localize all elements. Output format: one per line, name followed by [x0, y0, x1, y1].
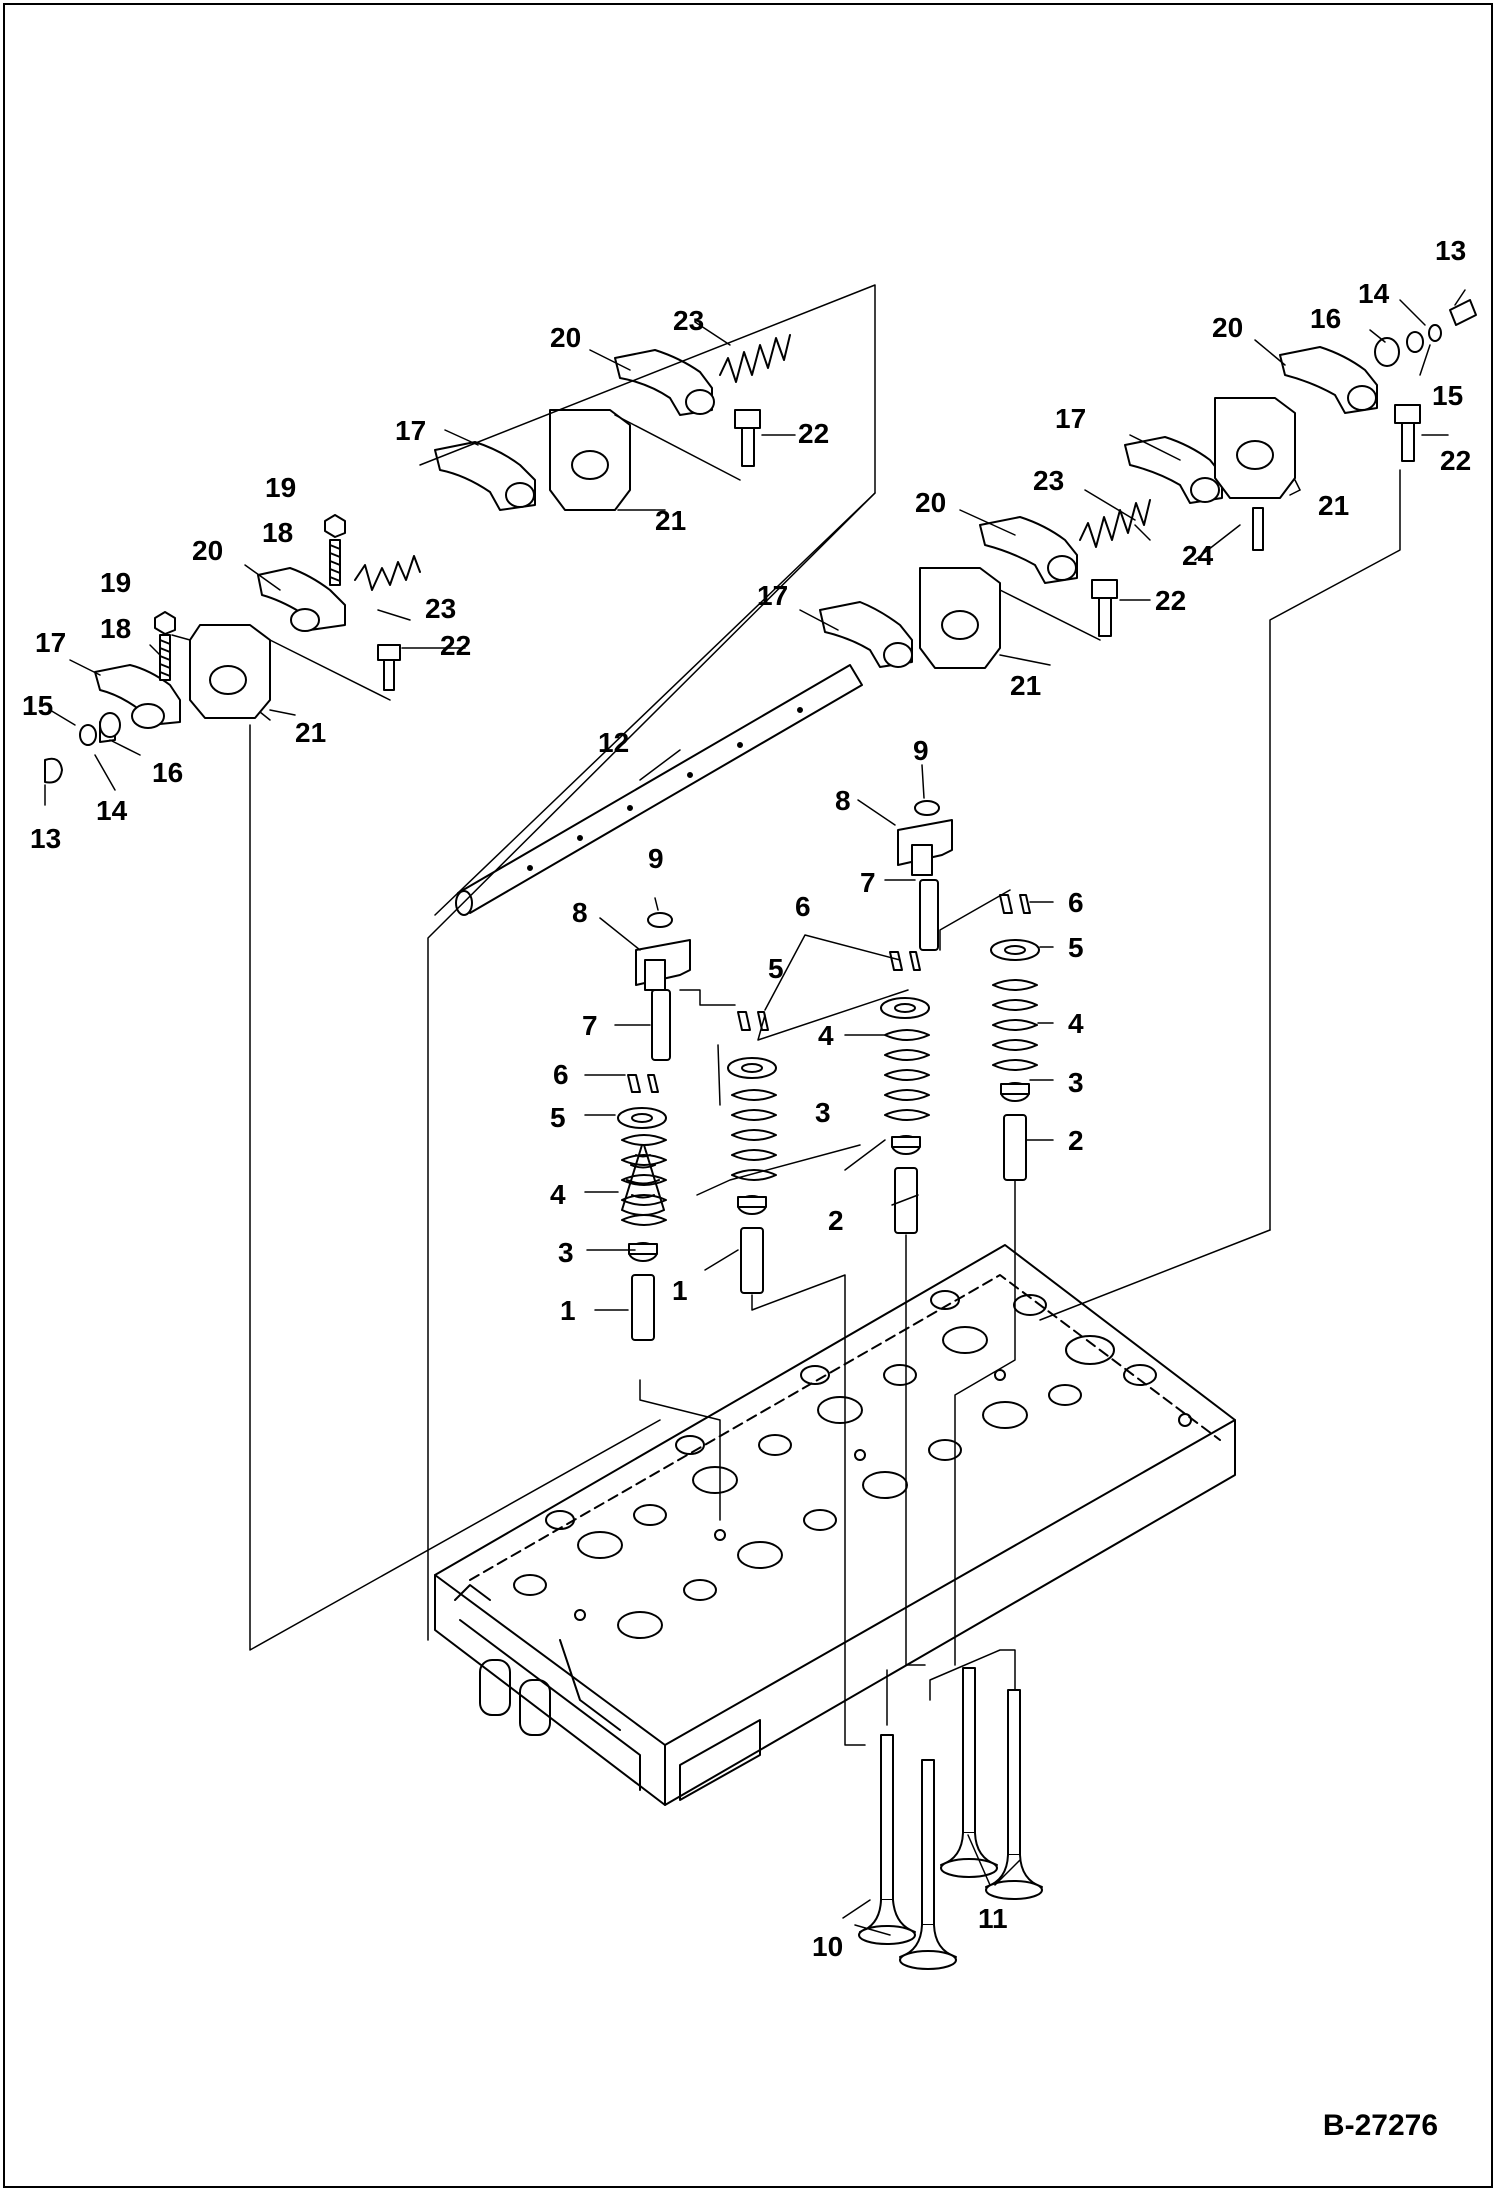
spring-4-right	[992, 979, 1038, 1071]
callout-21-right: 21	[1318, 490, 1349, 521]
callout-17-right: 17	[1055, 403, 1086, 434]
drawing-reference-number: B-27276	[1322, 2109, 1438, 2142]
callout-1-left: 1	[560, 1295, 576, 1326]
callout-5-left: 5	[550, 1102, 566, 1133]
spring-23-upper	[719, 334, 791, 383]
callout-4-right: 4	[1068, 1008, 1084, 1039]
spring-23-left	[354, 555, 421, 591]
callout-leaders	[44, 289, 1466, 1936]
callout-5-center: 5	[768, 953, 784, 984]
spring-23-right	[1079, 499, 1151, 548]
valve-assembly-center-right	[880, 800, 953, 1234]
callout-9-left: 9	[648, 843, 664, 874]
callout-21-center: 21	[1010, 670, 1041, 701]
callout-19-upper: 19	[265, 472, 296, 503]
spring-4-left	[621, 1134, 667, 1226]
valve-10a	[858, 1734, 916, 1945]
callout-20-left: 20	[192, 535, 223, 566]
callout-14-right: 14	[1358, 278, 1390, 309]
callout-14-left: 14	[96, 795, 128, 826]
rocker-group-left	[44, 514, 421, 784]
callout-6-left: 6	[553, 1059, 569, 1090]
callout-17-left: 17	[35, 627, 66, 658]
callout-22-right: 22	[1440, 445, 1471, 476]
callout-20-right: 20	[1212, 312, 1243, 343]
callout-4-center: 4	[818, 1020, 834, 1051]
valve-assembly-left	[617, 912, 691, 1341]
callout-4-left: 4	[550, 1179, 566, 1210]
callout-2-center: 2	[828, 1205, 844, 1236]
rocker-group-right	[819, 299, 1477, 669]
callout-24: 24	[1182, 540, 1214, 571]
callout-labels: 1 1 2 2 3 3 3 4 4 4 5 5 5 6 6 6 7 7 8 8 …	[22, 235, 1471, 1962]
callout-11: 11	[978, 1903, 1008, 1934]
callout-12: 12	[598, 727, 629, 758]
valve-assembly-right	[990, 894, 1040, 1181]
cylinder-head	[434, 1244, 1236, 1806]
callout-5-right: 5	[1068, 932, 1084, 963]
callout-17-center: 17	[757, 580, 788, 611]
callout-1-center: 1	[672, 1275, 688, 1306]
assembly-lines	[249, 284, 1401, 1746]
spring-4-center-right	[884, 1029, 930, 1121]
callout-22-upper: 22	[798, 418, 829, 449]
callout-8-left: 8	[572, 897, 588, 928]
callout-7-left: 7	[582, 1010, 598, 1041]
callout-2-right: 2	[1068, 1125, 1084, 1156]
callout-23-left: 23	[425, 593, 456, 624]
callout-21-left: 21	[295, 717, 326, 748]
callout-20-upper: 20	[550, 322, 581, 353]
callout-7-right: 7	[860, 867, 876, 898]
callout-13-left: 13	[30, 823, 61, 854]
valve-10b	[899, 1759, 957, 1970]
callout-13-right: 13	[1435, 235, 1466, 266]
callout-22-left: 22	[440, 630, 471, 661]
head-ports	[513, 1290, 1192, 1639]
callout-10: 10	[812, 1931, 843, 1962]
callout-3-right: 3	[1068, 1067, 1084, 1098]
callout-9-right: 9	[913, 735, 929, 766]
callout-19-left: 19	[100, 567, 131, 598]
callout-22-center: 22	[1155, 585, 1186, 616]
callout-8-right: 8	[835, 785, 851, 816]
callout-6-right: 6	[1068, 887, 1084, 918]
callout-23-upper: 23	[673, 305, 704, 336]
callout-15-left: 15	[22, 690, 53, 721]
valve-11a	[940, 1667, 998, 1878]
spring-4-center	[731, 1089, 777, 1181]
callout-23-right: 23	[1033, 465, 1064, 496]
callout-18-left: 18	[100, 613, 131, 644]
callout-3-left: 3	[558, 1237, 574, 1268]
callout-16-right: 16	[1310, 303, 1341, 334]
callout-3-center: 3	[815, 1097, 831, 1128]
callout-6-center: 6	[795, 891, 811, 922]
callout-17-upper: 17	[395, 415, 426, 446]
callout-15-right: 15	[1432, 380, 1463, 411]
rocker-shaft	[455, 664, 863, 916]
page-frame	[3, 3, 1493, 2188]
callout-18-upper: 18	[262, 517, 293, 548]
callout-21-upper: 21	[655, 505, 686, 536]
valve-assembly-center	[727, 1011, 777, 1294]
callout-16-left: 16	[152, 757, 183, 788]
callout-20-center: 20	[915, 487, 946, 518]
rocker-group-upper-middle	[434, 334, 791, 511]
